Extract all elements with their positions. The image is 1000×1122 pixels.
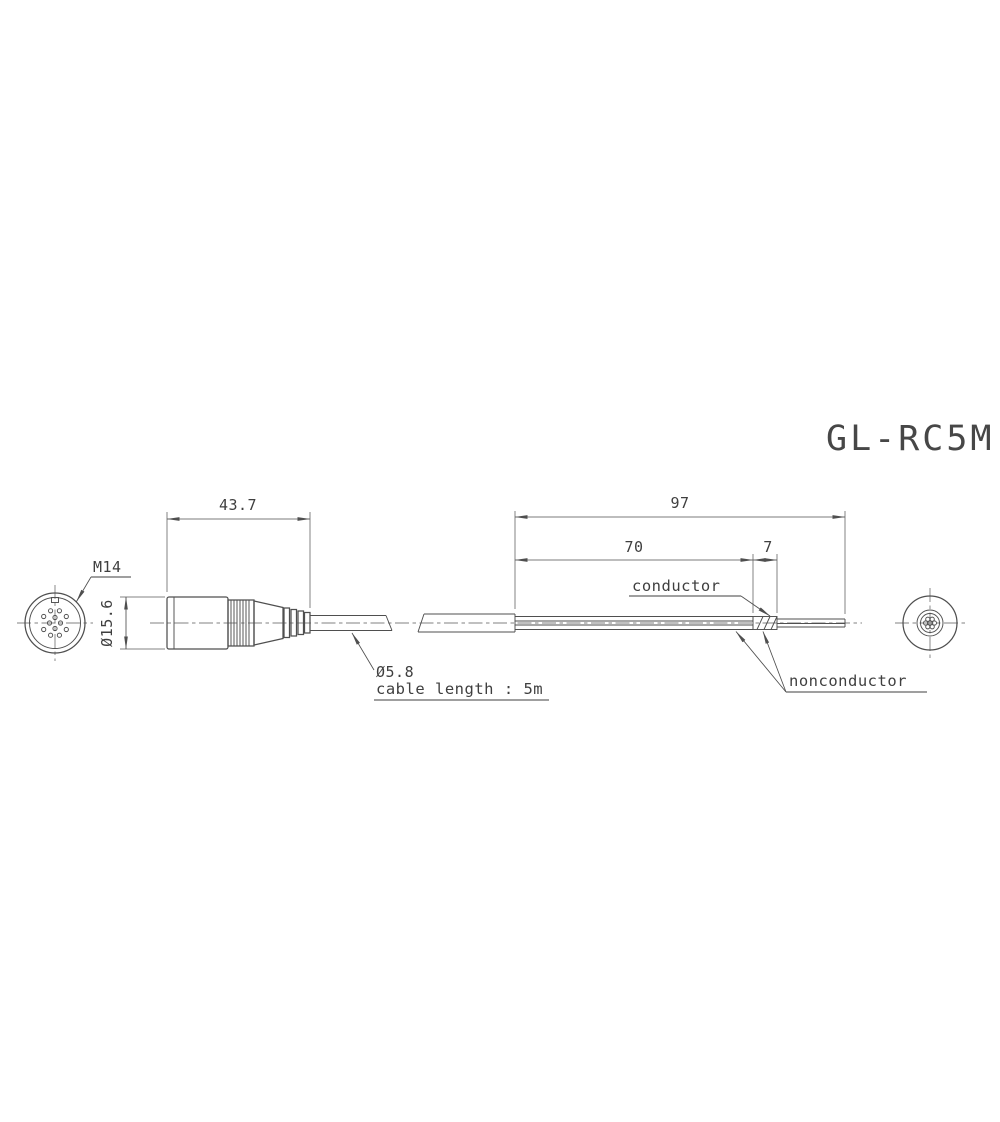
cable-jacket bbox=[417, 613, 516, 633]
conductor-strands bbox=[923, 616, 937, 630]
conductor-callout: conductor bbox=[629, 577, 771, 617]
dim-5-8-text: Ø5.8 bbox=[376, 663, 414, 681]
nonconductor-callout: nonconductor bbox=[735, 631, 927, 693]
thread-size-label: M14 bbox=[93, 558, 122, 576]
dim-15-6-text: Ø15.6 bbox=[98, 599, 116, 647]
keyway-notch bbox=[51, 597, 59, 603]
conductor-label: conductor bbox=[632, 577, 721, 595]
bare-conductor bbox=[777, 618, 846, 628]
strain-relief-boot bbox=[253, 600, 311, 646]
knurl-lines bbox=[230, 600, 250, 646]
dim-70-text: 70 bbox=[624, 538, 643, 556]
cable-end-view bbox=[895, 588, 965, 658]
dim-43-7-text: 43.7 bbox=[219, 496, 257, 514]
drawing-title: GL-RC5M bbox=[826, 419, 995, 459]
insulated-wires bbox=[515, 616, 754, 630]
dim-body-diameter: Ø15.6 bbox=[98, 596, 165, 650]
cable-stub bbox=[310, 615, 393, 631]
cable-stripped-end: 97 70 7 conductor nonconductor bbox=[417, 494, 927, 693]
connector-pins bbox=[41, 608, 69, 638]
thread-leader-line bbox=[76, 576, 92, 602]
wire-tip-band bbox=[752, 616, 778, 630]
cable-length-text: cable length : 5m bbox=[376, 680, 543, 698]
connector-side-view: 43.7 Ø15.6 Ø5.8 cable length : 5m bbox=[98, 496, 549, 701]
cable-diameter-note: Ø5.8 cable length : 5m bbox=[351, 632, 549, 701]
dim-strip-insulated: 70 bbox=[514, 538, 754, 613]
dim-strip-tip: 7 bbox=[752, 538, 778, 613]
nonconductor-label: nonconductor bbox=[789, 672, 907, 690]
dim-97-text: 97 bbox=[670, 494, 689, 512]
dim-strip-total: 97 bbox=[514, 494, 846, 614]
dim-connector-length: 43.7 bbox=[166, 496, 311, 608]
dim-7-text: 7 bbox=[763, 538, 773, 556]
connector-front-view: M14 bbox=[17, 558, 131, 661]
